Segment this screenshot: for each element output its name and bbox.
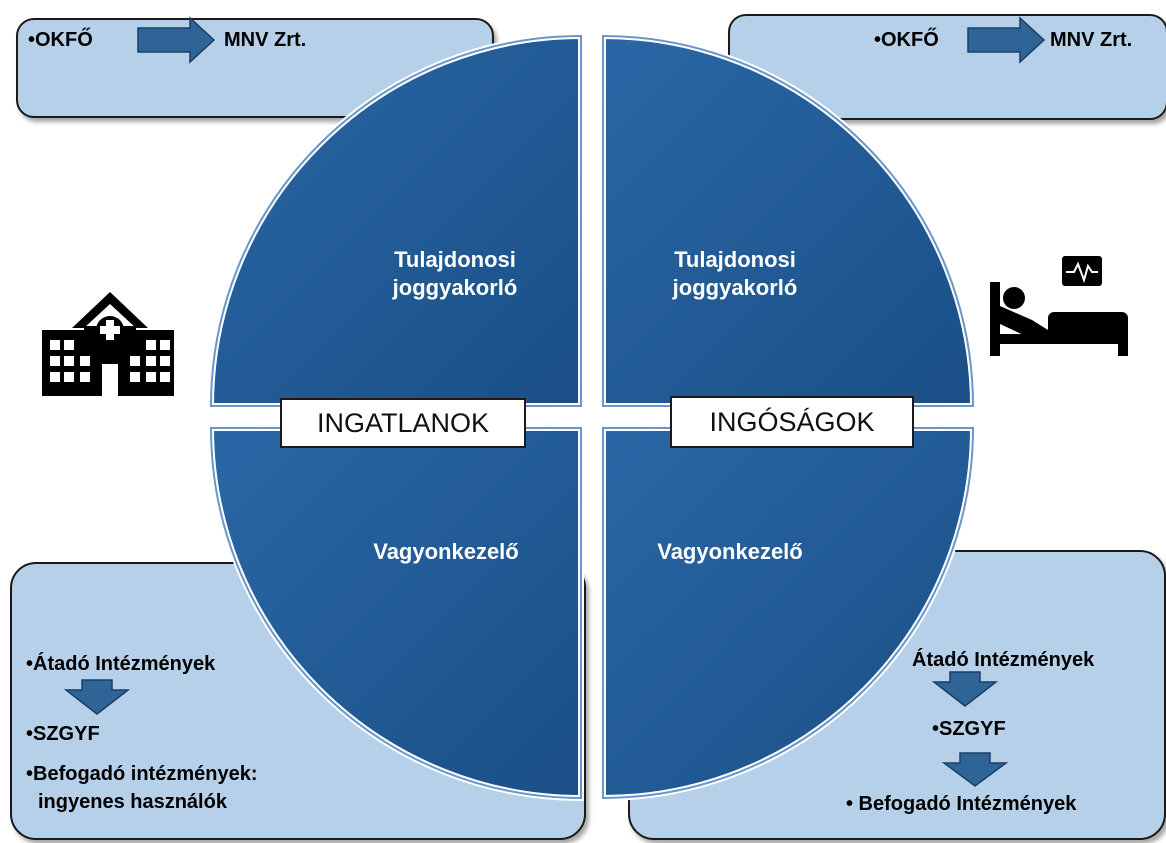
top-left-from: •OKFŐ	[28, 29, 93, 51]
label-ingatlanok: INGATLANOK	[280, 398, 526, 448]
quadrant-bottom-right	[600, 425, 977, 802]
arrow-right-top-right	[967, 16, 1046, 64]
br-item-1: Átadó Intézmények	[912, 649, 1095, 671]
br-item-3: • Befogadó Intézmények	[846, 793, 1077, 815]
hospital-building-icon	[42, 292, 174, 396]
top-left-to: MNV Zrt.	[224, 29, 307, 51]
quadrant-bottom-right-label: Vagyonkezelő	[657, 539, 803, 564]
quadrant-bottom-left	[207, 425, 584, 802]
label-ingosagok: INGÓSÁGOK	[670, 396, 914, 448]
quadrant-top-right-label: Tulajdonosi joggyakorló	[672, 247, 798, 300]
hospital-bed-icon	[990, 256, 1128, 356]
quadrant-top-right	[600, 32, 977, 409]
top-right-to: MNV Zrt.	[1050, 29, 1133, 51]
quadrant-top-left-label: Tulajdonosi joggyakorló	[392, 247, 518, 300]
br-item-2: •SZGYF	[932, 718, 1006, 740]
bl-item-3b: ingyenes használók	[38, 791, 227, 813]
arrow-right-top-left	[137, 16, 216, 64]
top-right-from: •OKFŐ	[874, 29, 939, 51]
quadrant-top-left	[207, 32, 584, 409]
quadrant-bottom-left-label: Vagyonkezelő	[373, 539, 519, 564]
bl-item-3: •Befogadó intézmények:	[26, 763, 258, 785]
arrow-down-bottom-right-2	[941, 752, 1009, 787]
top-left-box	[16, 18, 494, 118]
arrow-down-bottom-right-1	[931, 671, 999, 707]
bl-item-1: •Átadó Intézmények	[26, 653, 216, 675]
bl-item-2: •SZGYF	[26, 723, 100, 745]
arrow-down-bottom-left	[63, 679, 131, 715]
